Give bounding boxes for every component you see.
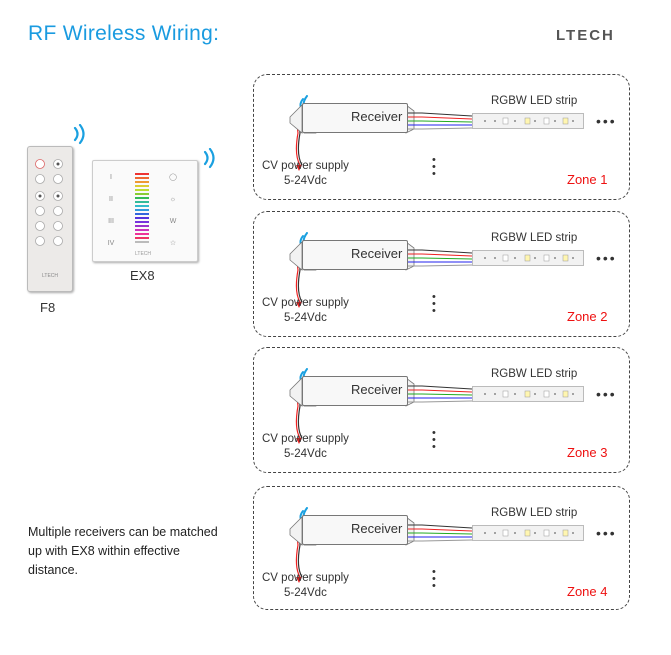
- zone-label: Zone 1: [567, 172, 608, 187]
- power-supply-voltage: 5-24Vdc: [284, 175, 327, 187]
- more-receivers-dots: •••: [432, 427, 436, 453]
- led-chips: [484, 390, 574, 398]
- receiver-device: [302, 240, 408, 270]
- led-chips: [484, 254, 574, 262]
- strip-label: RGBW LED strip: [491, 368, 578, 380]
- power-supply-voltage: 5-24Vdc: [284, 448, 327, 460]
- wifi-icon: [203, 148, 215, 169]
- led-chips: [484, 529, 574, 537]
- receiver-label: Receiver: [351, 246, 403, 261]
- svg-text:W: W: [170, 218, 177, 225]
- f8-label: F8: [40, 300, 56, 315]
- power-supply-type: CV power supply: [262, 297, 349, 309]
- more-receivers-dots: •••: [432, 291, 436, 317]
- zone-box-3: Receiver RGBW LED strip ••• CV power sup…: [253, 347, 630, 473]
- zone-box-2: Receiver RGBW LED strip ••• CV power sup…: [253, 211, 630, 337]
- power-supply-label: CV power supply 5-24Vdc: [262, 159, 349, 189]
- ex8-label: EX8: [130, 268, 155, 283]
- brand-logo: LTECH: [556, 27, 615, 44]
- svg-text:☆: ☆: [170, 239, 176, 247]
- strip-label: RGBW LED strip: [491, 507, 578, 519]
- power-supply-voltage: 5-24Vdc: [284, 587, 327, 599]
- note-text: Multiple receivers can be matched up wit…: [28, 525, 218, 577]
- power-supply-label: CV power supply 5-24Vdc: [262, 571, 349, 601]
- power-supply-type: CV power supply: [262, 160, 349, 172]
- zone-label: Zone 3: [567, 445, 608, 460]
- more-receivers-dots: •••: [432, 566, 436, 592]
- led-strip: [472, 250, 584, 266]
- strip-label: RGBW LED strip: [491, 95, 578, 107]
- ex8-logo: LTECH: [135, 251, 151, 257]
- power-supply-label: CV power supply 5-24Vdc: [262, 296, 349, 326]
- svg-text:◯: ◯: [169, 173, 177, 181]
- wifi-icon: [73, 124, 85, 145]
- strip-continuation: •••: [596, 113, 617, 129]
- receiver-label: Receiver: [351, 521, 403, 536]
- power-supply-label: CV power supply 5-24Vdc: [262, 432, 349, 462]
- f8-remote: LTECH: [27, 146, 73, 292]
- more-receivers-dots: •••: [432, 154, 436, 180]
- f8-buttons: LTECH: [35, 159, 63, 279]
- svg-text:☼: ☼: [170, 196, 176, 203]
- zone-box-4: Receiver RGBW LED strip ••• CV power sup…: [253, 486, 630, 610]
- power-supply-voltage: 5-24Vdc: [284, 312, 327, 324]
- strip-continuation: •••: [596, 386, 617, 402]
- led-strip: [472, 113, 584, 129]
- svg-text:III: III: [108, 218, 114, 225]
- receiver-label: Receiver: [351, 382, 403, 397]
- strip-label: RGBW LED strip: [491, 232, 578, 244]
- receiver-device: [302, 515, 408, 545]
- strip-continuation: •••: [596, 525, 617, 541]
- led-strip: [472, 386, 584, 402]
- power-supply-type: CV power supply: [262, 433, 349, 445]
- f8-logo: LTECH: [42, 273, 58, 279]
- receiver-device: [302, 376, 408, 406]
- zone-label: Zone 4: [567, 584, 608, 599]
- led-chips: [484, 117, 574, 125]
- zone-label: Zone 2: [567, 309, 608, 324]
- receiver-device: [302, 103, 408, 133]
- receiver-label: Receiver: [351, 109, 403, 124]
- svg-text:IV: IV: [108, 240, 115, 247]
- page-title: RF Wireless Wiring:: [28, 22, 220, 45]
- zone-box-1: Receiver RGBW LED strip ••• CV power sup…: [253, 74, 630, 200]
- svg-text:II: II: [109, 196, 113, 203]
- strip-continuation: •••: [596, 250, 617, 266]
- led-strip: [472, 525, 584, 541]
- power-supply-type: CV power supply: [262, 572, 349, 584]
- svg-text:I: I: [110, 174, 112, 181]
